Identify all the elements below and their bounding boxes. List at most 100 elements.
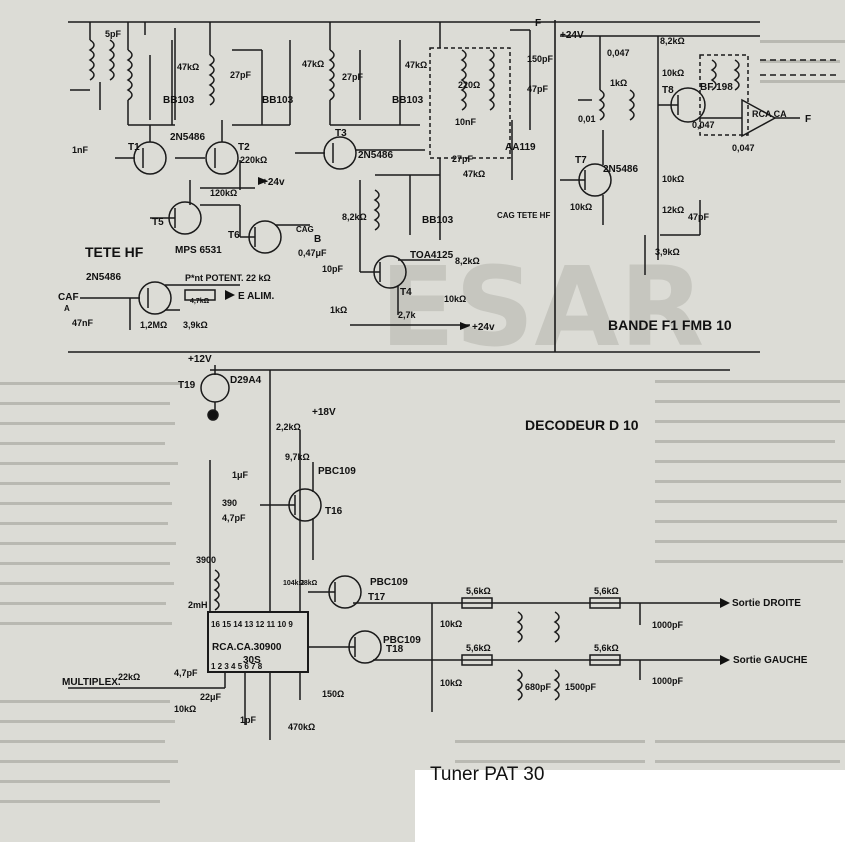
val-c22uf: 22μF xyxy=(200,692,222,702)
val-r470k: 470kΩ xyxy=(288,722,315,732)
watermark-text: ESAR xyxy=(380,243,704,371)
val-r47k-1: 47kΩ xyxy=(177,62,199,72)
val-r104k: 104kΩ xyxy=(283,580,305,587)
val-r22k-dec: 2,2kΩ xyxy=(276,422,301,432)
val-c1000-2: 1000pF xyxy=(652,676,684,686)
net-cag-b: B xyxy=(314,234,321,245)
val-c47pf: 47pF xyxy=(527,84,549,94)
net-e-alim: E ALIM. xyxy=(238,291,275,302)
val-c27pf-3: 27pF xyxy=(452,154,474,164)
val-r10k-mp: 10kΩ xyxy=(174,704,196,714)
val-r10k-out1: 10kΩ xyxy=(440,619,462,629)
val-r56k-3: 5,6kΩ xyxy=(466,643,491,653)
label-t16: T16 xyxy=(325,506,343,517)
part-2n5486-b: 2N5486 xyxy=(358,150,393,161)
part-ic-pins-bottom: 1 2 3 4 5 6 7 8 xyxy=(211,662,263,671)
val-c001: 0,01 xyxy=(578,114,596,124)
val-r27k: 2,7k xyxy=(398,310,417,320)
net-f2: F xyxy=(805,114,811,125)
part-bb103-c: BB103 xyxy=(392,95,424,106)
part-bf198: BF 198 xyxy=(700,82,733,93)
part-pbc109-c: PBC109 xyxy=(383,635,421,646)
part-bb103-d: BB103 xyxy=(422,215,454,226)
val-c1nf: 1nF xyxy=(72,145,89,155)
part-ic-name: RCA.CA.30900 xyxy=(212,642,282,653)
val-r56k-4: 5,6kΩ xyxy=(594,643,619,653)
section-title-decodeur: DECODEUR D 10 xyxy=(525,417,639,433)
transistor-labels: T1 T2 T3 T4 T5 T6 T7 T8 T16 T17 T18 T19 xyxy=(128,85,674,655)
val-c1uf: 1μF xyxy=(232,470,249,480)
label-t7: T7 xyxy=(575,155,587,166)
net-labels: +24V +24v +24v +12V +18V E ALIM. CAF A C… xyxy=(58,18,811,688)
val-r12k: 12kΩ xyxy=(662,205,684,215)
val-c1pf: 1pF xyxy=(240,715,257,725)
val-c047uf: 0,47μF xyxy=(298,248,327,258)
val-c47nf: 47nF xyxy=(72,318,94,328)
section-borders xyxy=(68,20,760,353)
net-multiplex: MULTIPLEX. xyxy=(62,677,121,688)
net-v24-1: +24V xyxy=(560,30,584,41)
val-r82k-2: 8,2kΩ xyxy=(342,212,367,222)
val-c47pf-mp: 4,7pF xyxy=(174,668,198,678)
label-t8: T8 xyxy=(662,85,674,96)
val-c27pf-1: 27pF xyxy=(230,70,252,80)
val-r39k-1: 3,9kΩ xyxy=(655,247,680,257)
part-bb103-b: BB103 xyxy=(262,95,294,106)
part-ic-sub: 30S xyxy=(243,655,261,666)
val-r120k: 120kΩ xyxy=(210,188,237,198)
label-t19: T19 xyxy=(178,380,196,391)
val-r39k-2: 3,9kΩ xyxy=(183,320,208,330)
val-c1000-1: 1000pF xyxy=(652,620,684,630)
val-r390: 390 xyxy=(222,498,237,508)
net-v12: +12V xyxy=(188,354,212,365)
part-aa119: AA119 xyxy=(505,142,536,153)
val-r47k-small: 4,7kΩ xyxy=(190,298,210,305)
val-r10k-c: 10kΩ xyxy=(444,294,466,304)
val-c150pf: 150pF xyxy=(527,54,554,64)
label-t17: T17 xyxy=(368,592,386,603)
part-ic-pins-top: 16 15 14 13 12 11 10 9 xyxy=(211,620,293,629)
net-v24-2: +24v xyxy=(262,177,285,188)
label-t3: T3 xyxy=(335,128,347,139)
label-t1: T1 xyxy=(128,142,140,153)
part-mps6531: MPS 6531 xyxy=(175,245,222,256)
val-c1500: 1500pF xyxy=(565,682,597,692)
part-2n5486-c: 2N5486 xyxy=(603,164,638,175)
section-title-bande: BANDE F1 FMB 10 xyxy=(608,317,732,333)
net-cag: CAG xyxy=(296,225,314,234)
val-c047-3: 0,047 xyxy=(732,143,755,153)
val-r150: 150Ω xyxy=(322,689,344,699)
val-r220: 220Ω xyxy=(458,80,480,90)
decodeur-wiring xyxy=(68,365,730,740)
part-pbc109-b: PBC109 xyxy=(370,577,408,588)
net-caf: CAF xyxy=(58,292,79,303)
val-r10k-out2: 10kΩ xyxy=(440,678,462,688)
val-c5pf: 5pF xyxy=(105,29,122,39)
watermark: ESAR xyxy=(380,243,704,371)
label-t5: T5 xyxy=(152,217,164,228)
label-t18: T18 xyxy=(386,644,404,655)
net-v24-3: +24v xyxy=(472,322,495,333)
part-numbers: 2N5486 2N5486 2N5486 2N5486 MPS 6531 TOA… xyxy=(86,82,787,671)
net-sortie-gauche: Sortie GAUCHE xyxy=(733,655,808,666)
val-l2mh: 2mH xyxy=(188,600,208,610)
caption-box xyxy=(415,770,845,842)
val-r78k: 78kΩ xyxy=(300,580,318,587)
val-r12m: 1,2MΩ xyxy=(140,320,167,330)
val-r220k: 220kΩ xyxy=(240,155,267,165)
figure-caption: Tuner PAT 30 xyxy=(430,764,545,785)
net-f: F xyxy=(535,18,541,29)
part-toa4125: TOA4125 xyxy=(410,250,454,261)
bande-wiring xyxy=(560,35,840,275)
val-r82k-3: 8,2kΩ xyxy=(455,256,480,266)
val-r1k-b: 1kΩ xyxy=(330,305,347,315)
tete-hf-wiring xyxy=(70,22,531,330)
val-c680: 680pF xyxy=(525,682,552,692)
val-r56k-1: 5,6kΩ xyxy=(466,586,491,596)
net-v18: +18V xyxy=(312,407,336,418)
part-pbc109-a: PBC109 xyxy=(318,466,356,477)
part-2n5486-a: 2N5486 xyxy=(170,132,205,143)
val-c047-2: 0,047 xyxy=(692,120,715,130)
val-c47pf-b: 47pF xyxy=(688,212,710,222)
